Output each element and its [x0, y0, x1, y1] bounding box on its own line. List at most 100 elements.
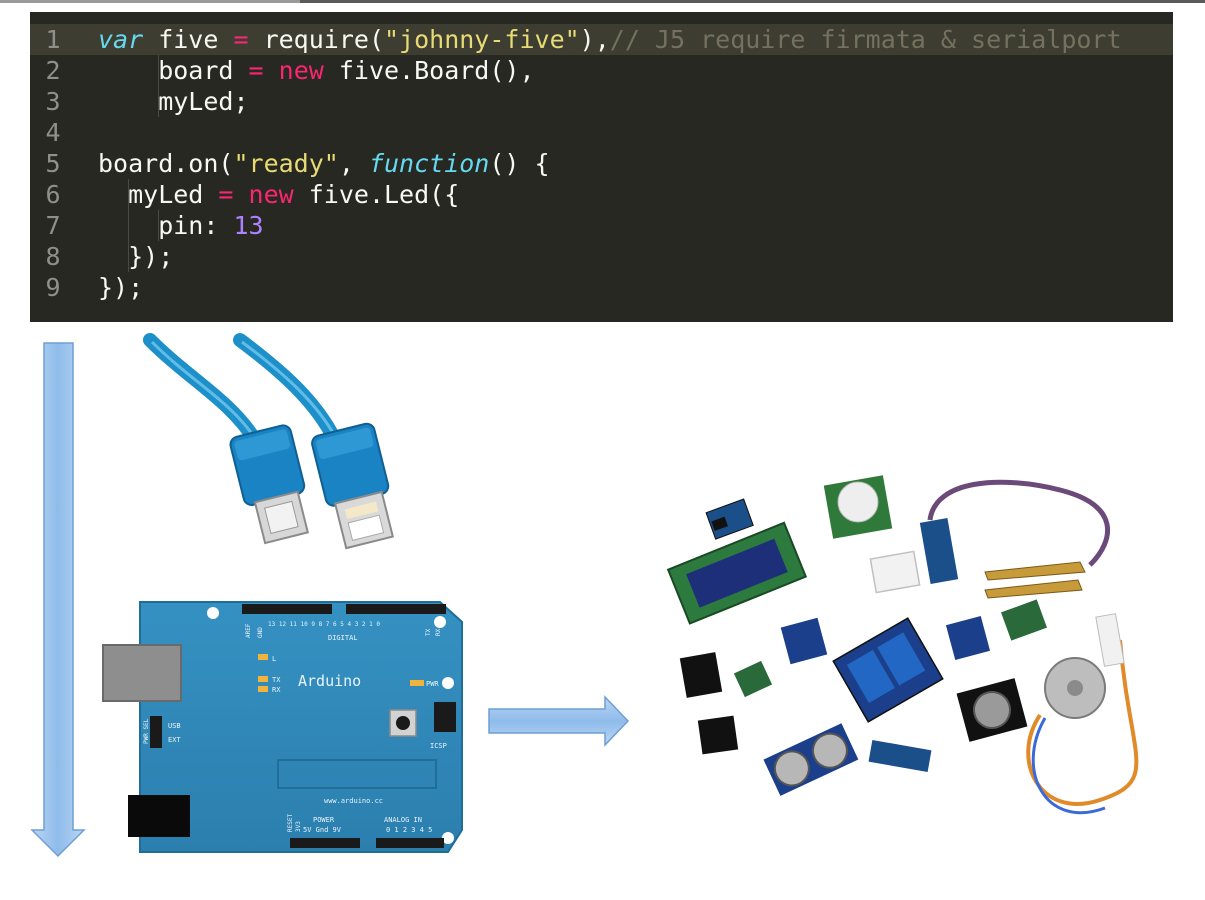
code-token: new: [248, 180, 294, 209]
led-rx: [258, 686, 268, 692]
line-number: 6: [45, 180, 61, 209]
led-pwr: [410, 680, 424, 686]
line-number: 5: [45, 149, 61, 178]
led-l: [258, 654, 268, 660]
code-line: 7 pin: 13: [30, 210, 1173, 241]
tx-label: TX: [272, 676, 281, 684]
line-number: 4: [45, 118, 61, 147]
top-divider-dark: [300, 0, 1205, 3]
power-jack: [128, 795, 190, 837]
code-token: board: [98, 56, 249, 85]
url-label: www.arduino.cc: [324, 797, 383, 805]
moisture-sensor: [919, 479, 1111, 599]
gas-sensor: [956, 678, 1028, 742]
code-token: var: [98, 25, 144, 54]
relay-module: [832, 617, 944, 723]
ext-label: EXT: [168, 736, 181, 744]
pwr-label: PWR: [426, 680, 439, 688]
code-line: 5 board.on("ready", function() {: [30, 148, 1173, 179]
code-token: [264, 56, 279, 85]
code-token: five.Led({: [293, 180, 460, 209]
code-token: 13: [233, 211, 264, 240]
down-arrow: [30, 342, 86, 858]
digital-pin-numbers: 13 12 11 10 9 8 7 6 5 4 3 2 1 0: [268, 621, 380, 628]
code-token: =: [248, 56, 264, 85]
code-token: ),: [579, 25, 610, 54]
usb-label: USB: [168, 722, 181, 730]
code-token: new: [278, 56, 324, 85]
analog-in-label: ANALOG IN: [384, 816, 422, 824]
line-number: 8: [45, 242, 61, 271]
aref-label: AREF: [245, 623, 252, 638]
code-token: five.Board(),: [323, 56, 535, 85]
code-line: 6 myLed = new five.Led({: [30, 179, 1173, 210]
code-text: });: [98, 241, 173, 272]
indent-guide: [128, 179, 129, 272]
sensor-modules: [666, 475, 1139, 815]
code-token: [233, 180, 248, 209]
right-arrow: [488, 695, 630, 747]
usb-cable: [143, 333, 395, 550]
code-line: 1 var five = require("johnny-five"),// J5…: [30, 24, 1173, 55]
code-line: 2 board = new five.Board(),: [30, 55, 1173, 86]
analog-pins-label: 0 1 2 3 4 5: [386, 826, 432, 834]
code-token: ,: [338, 149, 369, 178]
code-token: board.on(: [98, 149, 234, 178]
rx-header-label: RX: [435, 628, 442, 636]
indent-guide: [158, 210, 159, 241]
code-editor: 1 var five = require("johnny-five"),// J5…: [30, 12, 1173, 322]
line-number: 2: [45, 56, 61, 85]
rx-label: RX: [272, 686, 281, 694]
v33-label: 3V3: [295, 821, 302, 832]
pir-sensor: [823, 475, 893, 539]
gnd-label: GND: [257, 627, 264, 638]
code-token: "johnny-five": [384, 25, 580, 54]
code-text: myLed;: [98, 86, 249, 117]
code-line: 4: [30, 117, 1173, 148]
dht-sensor: [869, 550, 921, 594]
stepper-motor: [1026, 613, 1139, 815]
led-tx: [258, 676, 268, 682]
icsp-label: ICSP: [430, 742, 447, 750]
code-text: pin: 13: [98, 210, 264, 241]
power-pins-label: 5V Gnd 9V: [303, 826, 342, 834]
code-text: var five = require("johnny-five"),// J5 …: [98, 24, 1122, 55]
code-line: 8 });: [30, 241, 1173, 272]
code-token: "ready": [233, 149, 339, 178]
board-name: Arduino: [298, 672, 361, 690]
line-number: 1: [45, 25, 61, 54]
line-number: 7: [45, 211, 61, 240]
code-token: =: [233, 25, 249, 54]
ultrasonic-sensor: [763, 723, 859, 796]
digital-label: DIGITAL: [328, 634, 358, 642]
code-token: myLed;: [98, 87, 249, 116]
code-token: function: [368, 149, 490, 178]
code-token: myLed: [98, 180, 219, 209]
hardware-diagram: Arduino DIGITAL 13 12 11 10 9 8 7 6 5 4 …: [30, 333, 1139, 858]
code-token: // J5 require firmata & serialport: [609, 25, 1122, 54]
power-label: POWER: [313, 816, 335, 824]
icsp-header: [434, 702, 456, 732]
code-line: 9});: [30, 272, 1173, 303]
indent-guide: [158, 55, 159, 117]
microcontroller-chip: [277, 759, 437, 789]
line-number: 3: [45, 87, 61, 116]
code-token: });: [98, 242, 174, 271]
lcd-module: [666, 521, 808, 625]
code-text: board = new five.Board(),: [98, 55, 535, 86]
code-token: require(: [248, 25, 384, 54]
reset-label: RESET: [287, 814, 294, 832]
pwr-sel-label: PWR SEL: [143, 718, 150, 744]
code-text: });: [98, 272, 143, 303]
tx-header-label: TX: [425, 628, 432, 636]
code-text: myLed = new five.Led({: [98, 179, 459, 210]
usb-jack: [102, 644, 182, 702]
line-number: 9: [45, 273, 61, 302]
arduino-board: Arduino DIGITAL 13 12 11 10 9 8 7 6 5 4 …: [102, 601, 463, 853]
code-token: five: [143, 25, 234, 54]
code-token: () {: [489, 149, 550, 178]
code-token: pin:: [98, 211, 234, 240]
code-token: =: [218, 180, 234, 209]
code-text: board.on("ready", function() {: [98, 148, 550, 179]
l-label: L: [272, 655, 276, 663]
